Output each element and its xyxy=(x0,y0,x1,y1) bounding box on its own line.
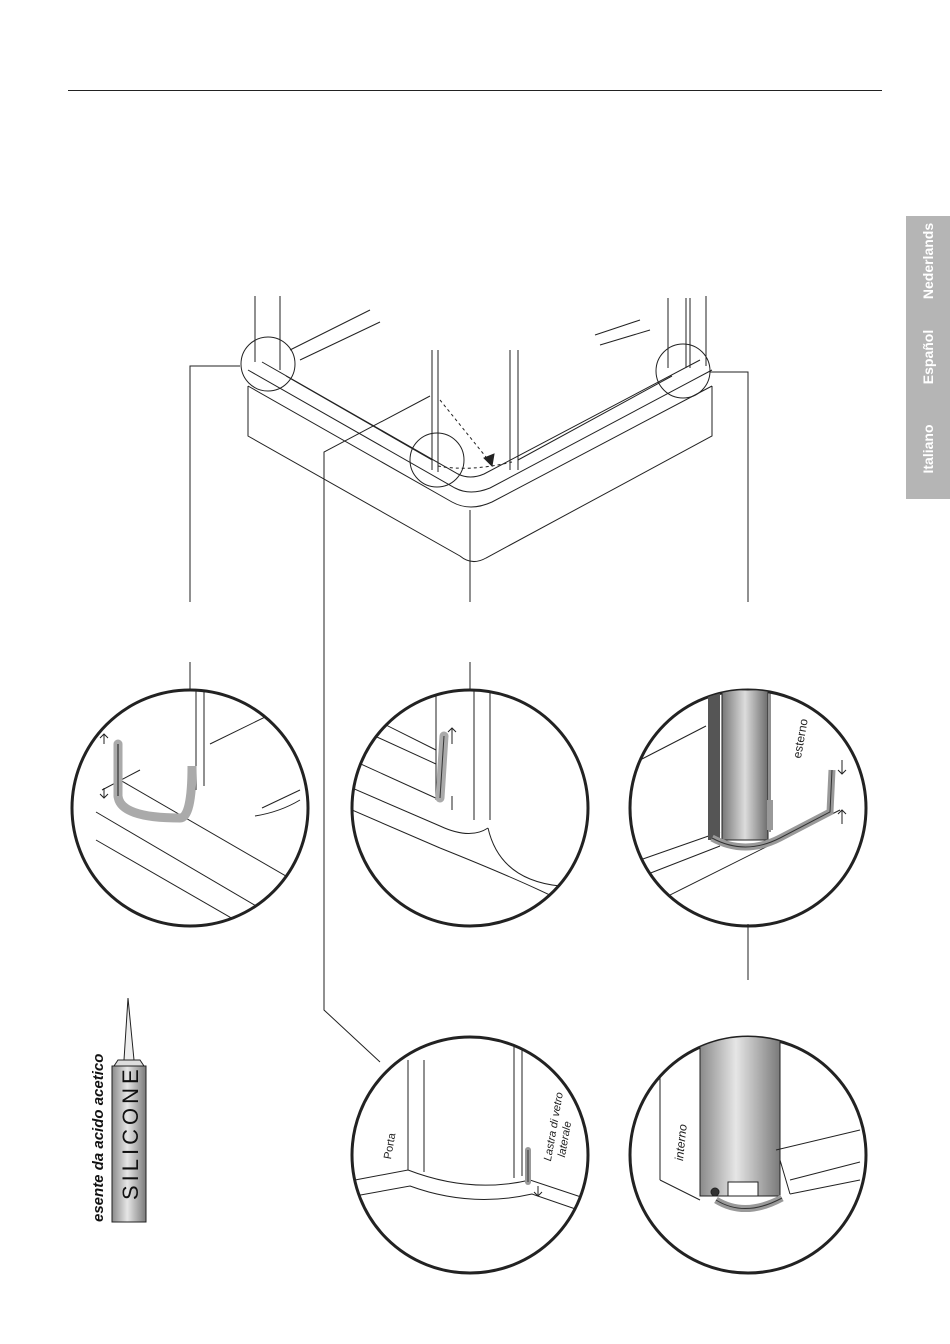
silicone-note: esente da acido acetico xyxy=(90,1054,107,1222)
shower-tray-overview xyxy=(190,296,748,1062)
detail-center-corner xyxy=(352,690,588,926)
detail-right-corner xyxy=(630,690,866,926)
detail-interno-post xyxy=(630,1036,866,1273)
silicone-brand: SILICONE xyxy=(118,1065,144,1200)
detail-left-corner xyxy=(72,690,310,946)
